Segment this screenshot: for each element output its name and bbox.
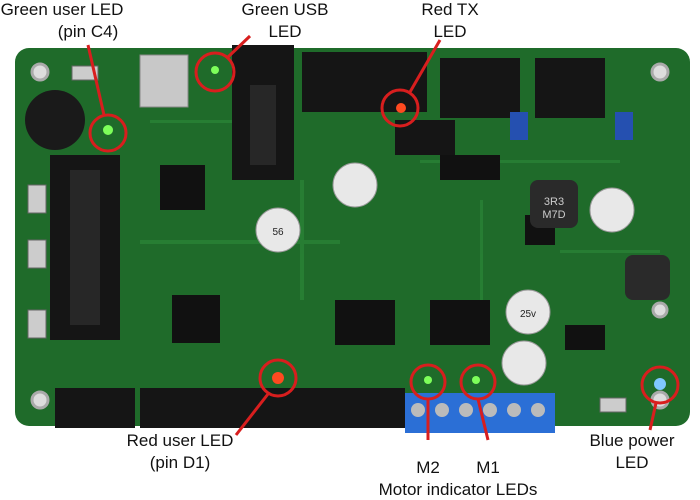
callout-marks xyxy=(86,34,680,441)
pcb-traces xyxy=(140,120,660,300)
m2-led xyxy=(424,376,432,384)
label-m2: M2 xyxy=(416,458,440,477)
green-usb-led xyxy=(211,66,219,74)
green-user-led xyxy=(103,125,113,135)
label-m1: M1 xyxy=(476,458,500,477)
label-green-user-led-pin: (pin C4) xyxy=(58,22,118,41)
terminal-screws xyxy=(411,403,545,417)
capacitor-marking: 25v xyxy=(520,309,536,320)
ic-chips xyxy=(160,155,605,350)
buzzer xyxy=(25,90,85,150)
label-red-user-led: Red user LED xyxy=(127,431,234,450)
label-blue-power-led-2: LED xyxy=(615,453,648,472)
label-green-usb-led-2: LED xyxy=(268,22,301,41)
push-buttons xyxy=(27,65,627,413)
capacitor-marking: 56 xyxy=(272,227,284,238)
red-user-led xyxy=(272,372,284,384)
red-tx-led xyxy=(396,103,406,113)
label-green-usb-led: Green USB xyxy=(242,0,329,19)
header-pins xyxy=(70,85,276,325)
label-green-user-led: Green user LED xyxy=(1,0,124,19)
potentiometer xyxy=(510,112,528,140)
label-blue-power-led: Blue power xyxy=(589,431,674,450)
usb-connector xyxy=(139,54,189,108)
capacitors xyxy=(255,162,635,386)
label-red-tx-led: Red TX xyxy=(421,0,478,19)
potentiometer xyxy=(615,112,633,140)
inductor xyxy=(625,255,670,300)
label-red-tx-led-2: LED xyxy=(433,22,466,41)
inductor-marking: 3R3 xyxy=(544,196,564,208)
label-motor-indicator-leds: Motor indicator LEDs xyxy=(379,480,538,499)
label-red-user-led-pin: (pin D1) xyxy=(150,453,210,472)
inductor-marking: M7D xyxy=(542,209,565,221)
m1-led xyxy=(472,376,480,384)
inductor xyxy=(530,180,578,228)
blue-power-led xyxy=(654,378,666,390)
